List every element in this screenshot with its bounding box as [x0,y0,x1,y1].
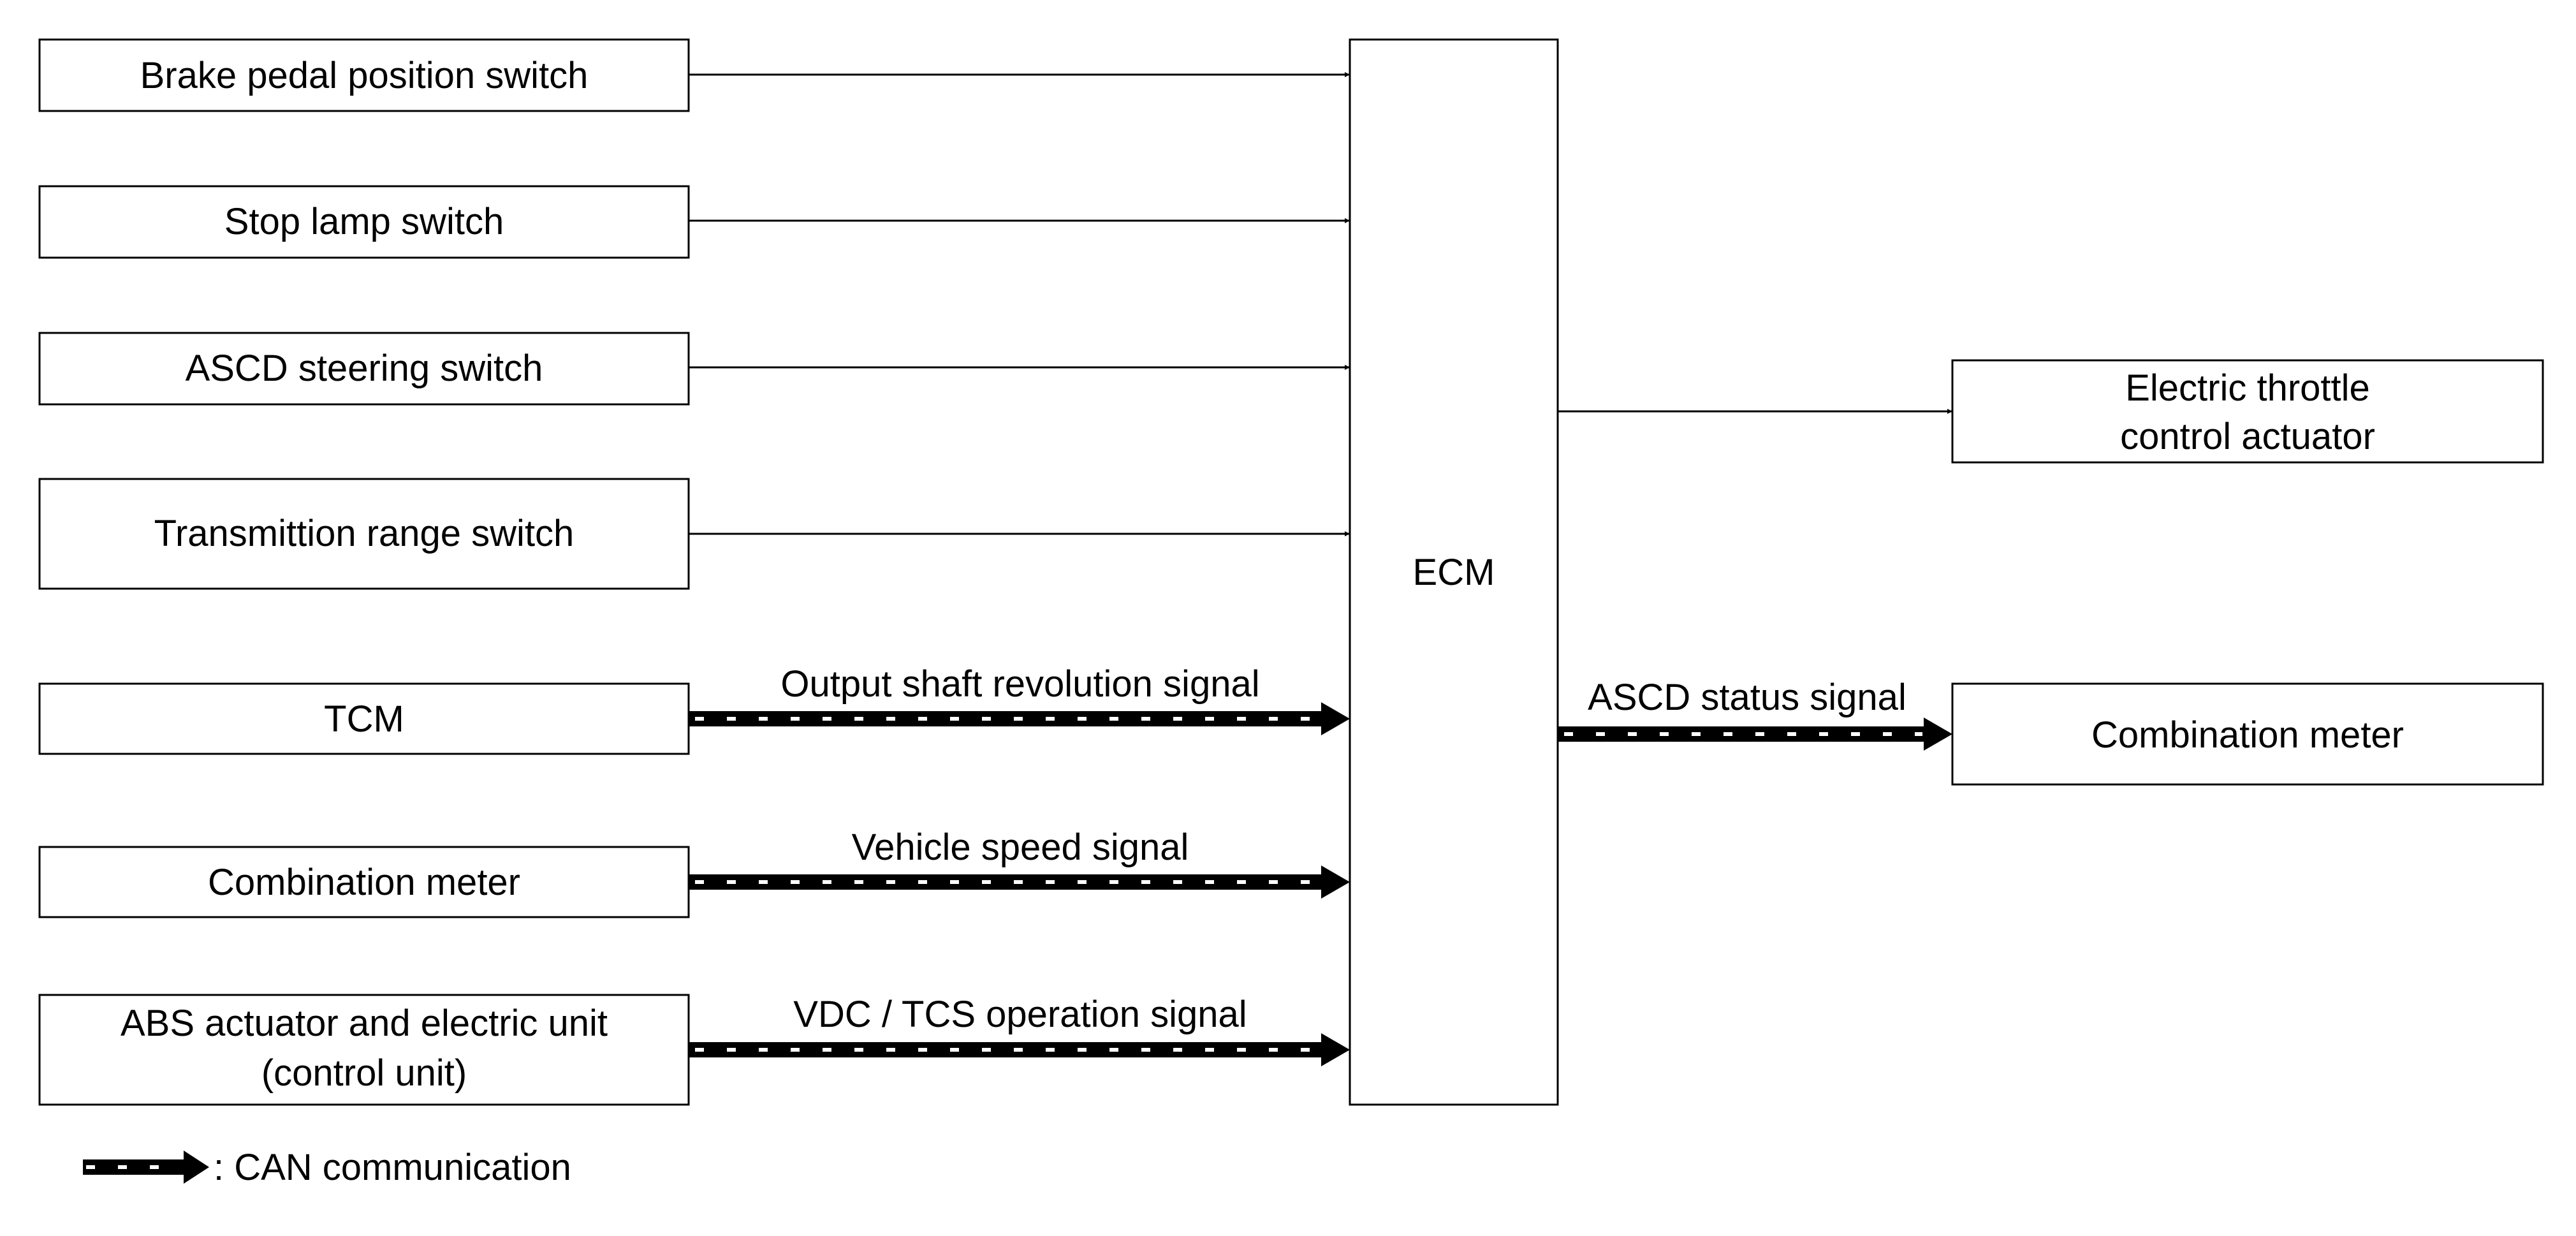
legend-can-label: : CAN communication [214,1147,571,1188]
vdc-tcs-signal-label: VDC / TCS operation signal [793,994,1247,1035]
brake-pedal-label: Brake pedal position switch [140,55,589,96]
input-abs-actuator: ABS actuator and electric unit (control … [38,994,690,1106]
combination-meter-output-label: Combination meter [2091,714,2404,756]
throttle-label-line2: control actuator [2120,416,2375,457]
ascd-status-signal-label: ASCD status signal [1588,677,1906,718]
output-shaft-signal-label: Output shaft revolution signal [780,663,1259,705]
input-transmission-range-switch: Transmittion range switch [38,478,690,590]
ecm-label: ECM [1413,552,1495,593]
can-arrow-vehicle-speed [689,865,1350,899]
input-ascd-steering-switch: ASCD steering switch [38,332,690,406]
ecm-box: ECM [1349,38,1559,1106]
ascd-steering-label: ASCD steering switch [186,348,543,389]
output-combination-meter: Combination meter [1951,682,2544,786]
throttle-label-line1: Electric throttle [2125,367,2370,409]
can-arrow-vdc-tcs [689,1033,1350,1066]
input-tcm: TCM [38,682,690,755]
legend-can-symbol [83,1151,209,1184]
stop-lamp-label: Stop lamp switch [224,201,504,242]
input-combination-meter: Combination meter [38,846,690,918]
abs-label-line1: ABS actuator and electric unit [121,1003,608,1044]
combination-meter-input-label: Combination meter [208,862,520,903]
abs-label-line2: (control unit) [261,1052,467,1094]
output-electric-throttle-control-actuator: Electric throttle control actuator [1951,359,2544,464]
tcm-label: TCM [324,698,404,740]
can-arrow-output-shaft [689,702,1350,735]
input-brake-pedal-position-switch: Brake pedal position switch [38,38,690,112]
transmission-range-label: Transmittion range switch [154,513,574,554]
can-arrow-ascd-status [1558,717,1952,751]
vehicle-speed-signal-label: Vehicle speed signal [852,827,1189,868]
input-stop-lamp-switch: Stop lamp switch [38,185,690,259]
